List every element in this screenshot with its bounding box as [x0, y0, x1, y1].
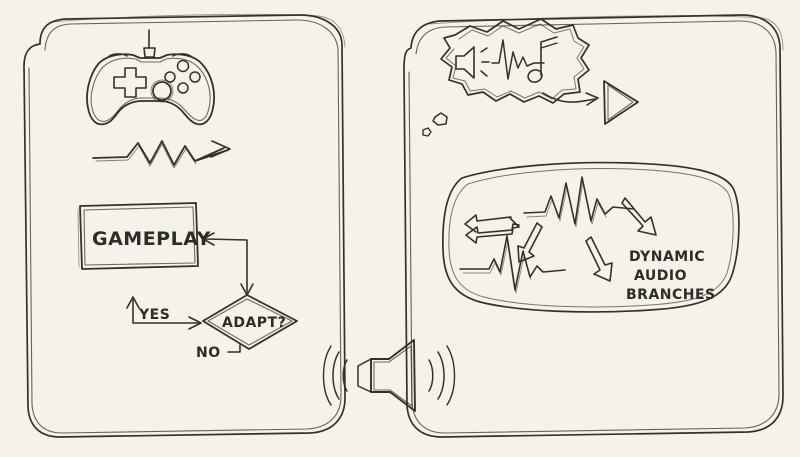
branches-label-line-2: AUDIO — [634, 268, 687, 284]
branch-arrow-down-right — [621, 197, 657, 236]
yes-branch-arrow — [126, 296, 202, 330]
branch-arrow-left — [464, 214, 520, 244]
branch-waveform-bottom — [459, 235, 566, 294]
yes-label: YES — [138, 307, 170, 323]
no-branch-line — [227, 344, 241, 353]
gameplay-label: GAMEPLAY — [92, 228, 211, 250]
adapt-decision-diamond — [202, 294, 298, 350]
speaker-icon — [455, 46, 490, 79]
branch-arrow-down-center — [585, 236, 613, 282]
zigzag-signal-arrow-icon — [92, 140, 231, 169]
right-panel — [403, 14, 784, 438]
play-triangle-icon[interactable] — [603, 80, 639, 125]
bubble-to-play-arrow — [542, 92, 599, 106]
branches-label-line-1: DYNAMIC — [629, 249, 705, 265]
adapt-label: ADAPT? — [222, 315, 286, 331]
branches-label-line-3: BRANCHES — [626, 287, 716, 303]
loudspeaker-icon — [322, 339, 456, 412]
gamepad-icon — [86, 29, 215, 126]
thought-bubble-icon — [422, 18, 590, 137]
dynamic-audio-branches-blob — [442, 161, 740, 313]
branch-waveform-top — [523, 176, 635, 228]
no-label: NO — [196, 345, 221, 361]
branch-arrow-down-left — [517, 222, 543, 263]
waveform-icon — [491, 39, 545, 80]
music-note-icon — [527, 36, 558, 83]
gameplay-box — [77, 202, 199, 270]
left-panel — [23, 13, 346, 438]
